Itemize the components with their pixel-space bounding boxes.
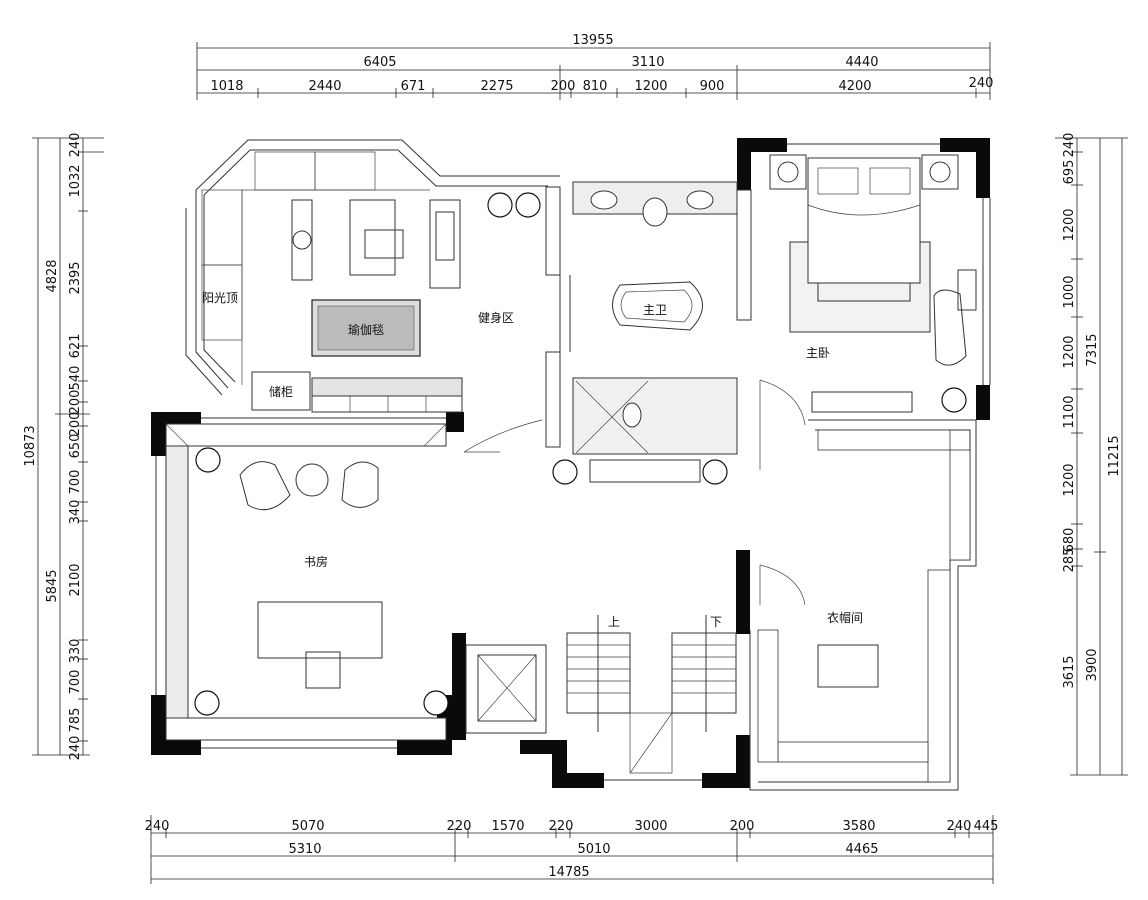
- dim-left-mid-1: 4828: [45, 259, 60, 292]
- dim-top-d9: 4200: [838, 79, 871, 94]
- sunroom-enclosure: [185, 139, 560, 396]
- label-gym: 健身区: [478, 310, 514, 325]
- plant-icon: [552, 459, 578, 485]
- label-master-bath: 主卫: [643, 303, 667, 317]
- dim-right-d6: 1100: [1062, 395, 1077, 428]
- dim-bot-d9: 240: [947, 819, 972, 834]
- walls: [151, 138, 991, 791]
- dim-left-d8: 650: [68, 434, 83, 459]
- dim-top-d8: 900: [700, 79, 725, 94]
- stairs-down-label: 下: [710, 615, 722, 629]
- dim-left-d9: 700: [68, 470, 83, 495]
- dim-bot-d1: 240: [145, 819, 170, 834]
- dim-right-mid-1: 7315: [1085, 333, 1100, 366]
- plant-icon: [194, 690, 220, 716]
- label-sunroom: 阳光顶: [202, 291, 238, 305]
- dim-right-d7: 1200: [1062, 463, 1077, 496]
- dim-bot-d8: 3580: [842, 819, 875, 834]
- dim-left-total: 10873: [23, 425, 38, 466]
- dim-right-d9: 285: [1062, 548, 1077, 573]
- dim-top-mid-3: 4440: [845, 55, 878, 70]
- dim-top-d5: 200: [551, 79, 576, 94]
- dim-left-d3: 2395: [68, 261, 83, 294]
- dim-bot-mid-3: 4465: [845, 842, 878, 857]
- label-closet: 衣帽间: [827, 610, 863, 625]
- plant-icons: [194, 192, 967, 716]
- room-labels: 阳光顶 健身区 主卫 主卧 书房 衣帽间: [202, 291, 863, 625]
- yoga-mat: 瑜伽毯: [311, 299, 421, 357]
- dim-left-d11: 2100: [68, 563, 83, 596]
- dim-right-mid-2: 3900: [1085, 648, 1100, 681]
- dim-top-total: 13955: [572, 33, 613, 48]
- dim-bot-mid-2: 5010: [577, 842, 610, 857]
- dim-top-d4: 2275: [480, 79, 513, 94]
- gym-equipment: [291, 199, 461, 289]
- dim-top-d1: 1018: [210, 79, 243, 94]
- dim-right-d8: 680: [1062, 528, 1077, 553]
- dim-left-d2: 1032: [68, 164, 83, 197]
- dim-left-d4: 621: [68, 334, 83, 359]
- plant-icon: [941, 387, 967, 413]
- dim-bot-mid-1: 5310: [288, 842, 321, 857]
- plant-icon: [195, 447, 221, 473]
- dim-right-d10: 3615: [1062, 655, 1077, 688]
- dim-left-d7: 200: [68, 412, 83, 437]
- plant-icon: [702, 459, 728, 485]
- dim-bot-d3: 220: [447, 819, 472, 834]
- dim-bot-d4: 1570: [491, 819, 524, 834]
- gym-cabinet: 储柜: [251, 371, 463, 413]
- master-bath-fixtures: [572, 181, 738, 483]
- dim-left-d14: 785: [68, 708, 83, 733]
- elevator: [465, 644, 547, 734]
- dim-left-d6: 200: [68, 390, 83, 415]
- plant-icon: [487, 192, 513, 218]
- doors: [463, 379, 806, 606]
- label-study: 书房: [304, 554, 328, 569]
- yoga-mat-label: 瑜伽毯: [348, 322, 384, 337]
- dim-right-total: 11215: [1107, 435, 1122, 476]
- dim-bot-d7: 200: [730, 819, 755, 834]
- dim-left-mid-2: 5845: [45, 569, 60, 602]
- dim-left-d1: 240: [68, 133, 83, 158]
- dim-top-d6: 810: [583, 79, 608, 94]
- study-furniture: [165, 423, 447, 741]
- stairs-up-label: 上: [608, 615, 620, 629]
- left-dimensions: 4828 5845 10873 240 1032 2395 621 540 20…: [23, 133, 104, 761]
- top-dimensions: 13955 6405 3110 4440 1018 2440 671 2275 …: [196, 33, 994, 100]
- dim-right-d3: 1200: [1062, 208, 1077, 241]
- cabinet-note: 储柜: [269, 384, 293, 399]
- dim-bot-d2: 5070: [291, 819, 324, 834]
- plant-icon: [515, 192, 541, 218]
- dim-left-d12: 330: [68, 639, 83, 664]
- stairs: 上 下: [566, 615, 737, 774]
- dim-right-d5: 1200: [1062, 335, 1077, 368]
- dim-top-d10: 240: [969, 76, 994, 91]
- dim-top-d3: 671: [401, 79, 426, 94]
- dim-bot-d6: 3000: [634, 819, 667, 834]
- dim-right-d1: 240: [1062, 133, 1077, 158]
- dim-top-d2: 2440: [308, 79, 341, 94]
- dim-bot-d5: 220: [549, 819, 574, 834]
- dim-top-mid-1: 6405: [363, 55, 396, 70]
- dim-left-d13: 700: [68, 670, 83, 695]
- master-bedroom-furniture: [769, 154, 977, 413]
- dim-right-d4: 1000: [1062, 275, 1077, 308]
- right-dimensions: 240 695 1200 1000 1200 1100 1200 680 285…: [1055, 133, 1128, 776]
- dim-bot-d10: 445: [974, 819, 999, 834]
- dim-left-d10: 340: [68, 500, 83, 525]
- dim-top-d7: 1200: [634, 79, 667, 94]
- dim-top-mid-2: 3110: [631, 55, 664, 70]
- dim-left-d5: 540: [68, 366, 83, 391]
- closet-furniture: [757, 429, 971, 783]
- label-master-bedroom: 主卧: [806, 346, 830, 360]
- bottom-dimensions: 240 5070 220 1570 220 3000 200 3580 240 …: [145, 815, 999, 884]
- dim-right-d2: 695: [1062, 160, 1077, 185]
- plant-icon: [423, 690, 449, 716]
- dim-bot-total: 14785: [548, 865, 589, 880]
- dim-left-d15: 240: [68, 736, 83, 761]
